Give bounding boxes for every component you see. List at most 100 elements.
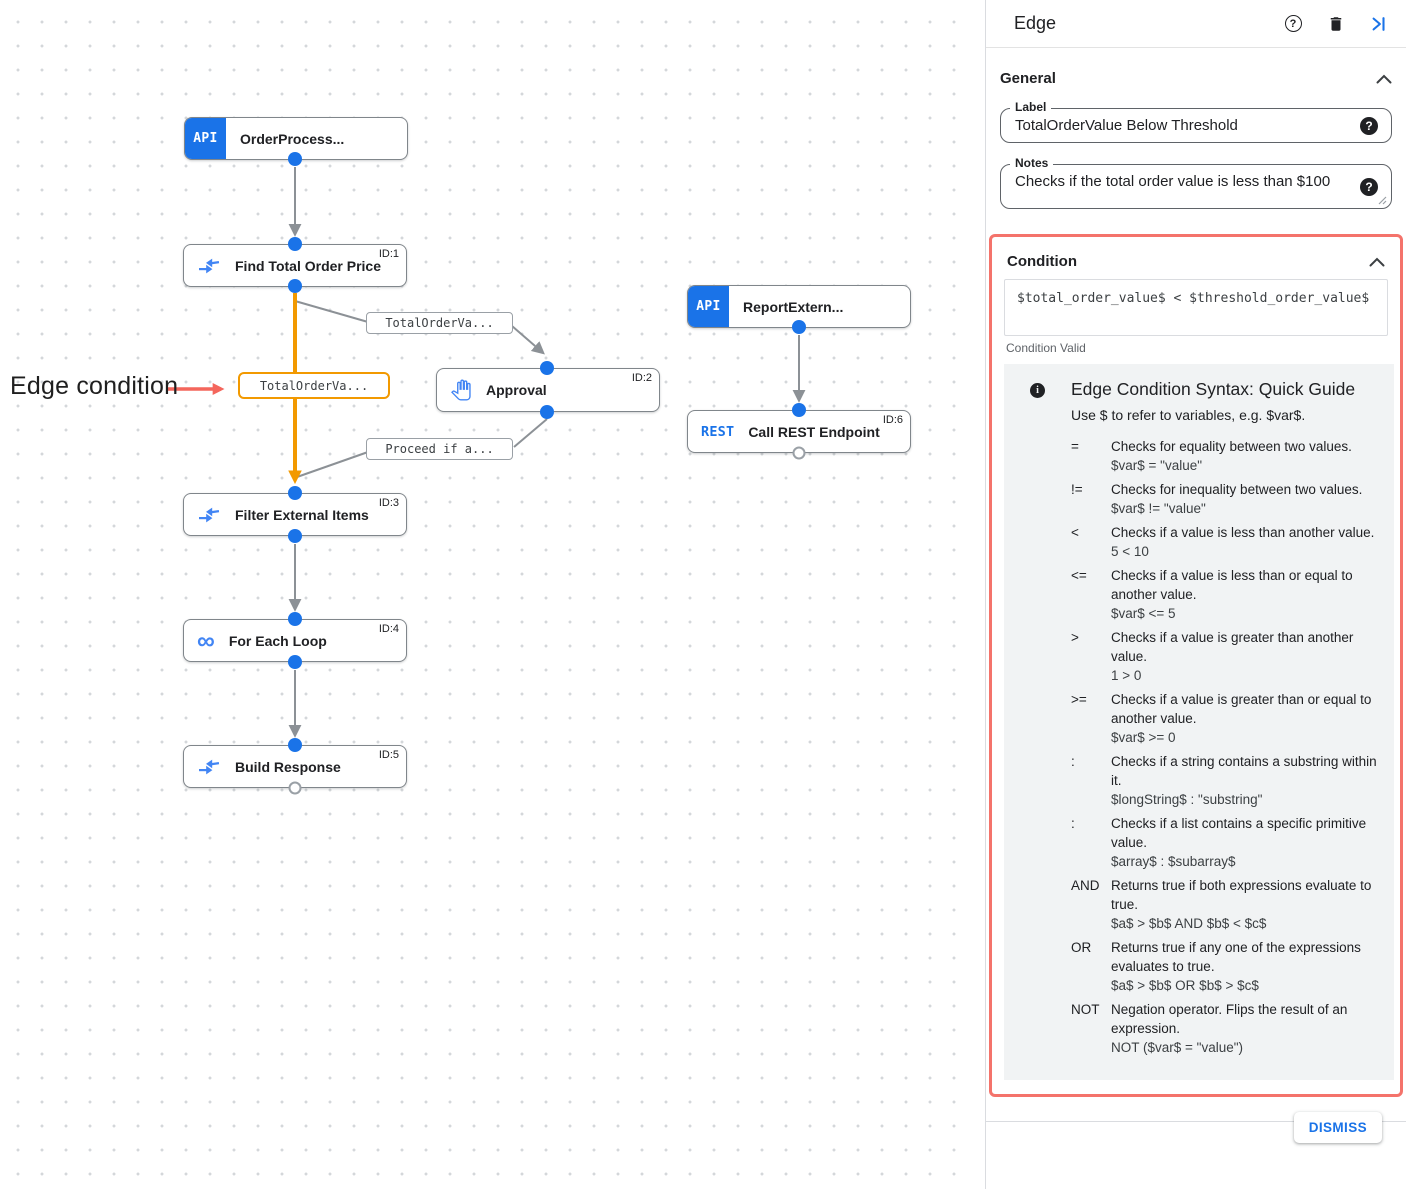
edge-condition-annotation: Edge condition [10, 372, 179, 400]
connection-point[interactable] [792, 320, 806, 334]
notes-field[interactable]: Notes Checks if the total order value is… [1000, 156, 1392, 209]
guide-description: Checks if a string contains a substring … [1111, 754, 1377, 788]
edge-config-panel: Edge ? General Label TotalOrder [985, 0, 1406, 1189]
node-id-badge: ID:1 [378, 248, 399, 260]
label-field-value: TotalOrderValue Below Threshold [1015, 117, 1238, 134]
guide-example: $a$ > $b$ OR $b$ > $c$ [1111, 978, 1259, 993]
guide-operator: : [1071, 754, 1075, 769]
chevron-up-icon[interactable] [1369, 257, 1385, 267]
loop-icon: ∞ [197, 626, 215, 655]
workflow-canvas[interactable]: API OrderProcess... Find Total Order Pri… [0, 0, 975, 1189]
guide-description: Checks if a value is less than or equal … [1111, 568, 1353, 602]
guide-example: $a$ > $b$ AND $b$ < $c$ [1111, 916, 1267, 931]
api-icon: API [185, 118, 226, 159]
guide-operator: : [1071, 816, 1075, 831]
node-title: Call REST Endpoint [748, 423, 880, 440]
guide-example: NOT ($var$ = "value") [1111, 1040, 1244, 1055]
data-mapping-icon [197, 254, 221, 278]
guide-description: Checks if a value is greater than anothe… [1111, 630, 1354, 664]
node-build-response[interactable]: Build Response ID:5 [183, 745, 407, 788]
guide-rows: = Checks for equality between two values.… [1030, 437, 1380, 1057]
connection-point[interactable] [288, 612, 302, 626]
chevron-up-icon[interactable] [1376, 74, 1392, 84]
connection-point[interactable] [288, 486, 302, 500]
rest-icon: REST [701, 423, 735, 440]
connection-point-open[interactable] [792, 446, 806, 460]
guide-operator: AND [1071, 878, 1100, 893]
guide-description: Checks if a list contains a specific pri… [1111, 816, 1367, 850]
data-mapping-icon [197, 755, 221, 779]
node-id-badge: ID:4 [378, 623, 399, 635]
edge-label-selected[interactable]: TotalOrderVa... [238, 372, 390, 399]
node-title: Filter External Items [235, 506, 369, 523]
condition-valid-status: Condition Valid [1006, 341, 1086, 355]
general-heading: General [1000, 70, 1056, 87]
general-section-header[interactable]: General [1000, 70, 1392, 87]
guide-description: Checks for equality between two values. [1111, 439, 1352, 454]
collapse-panel-icon[interactable] [1368, 13, 1390, 35]
info-icon: i [1030, 383, 1045, 398]
syntax-guide: i Edge Condition Syntax: Quick Guide Use… [1004, 364, 1394, 1080]
connection-point[interactable] [288, 655, 302, 669]
guide-operator: >= [1071, 692, 1087, 707]
connection-point-open[interactable] [288, 781, 302, 795]
guide-example: $array$ : $subarray$ [1111, 854, 1236, 869]
node-id-badge: ID:2 [631, 372, 652, 384]
guide-example: $var$ <= 5 [1111, 606, 1176, 621]
guide-description: Negation operator. Flips the result of a… [1111, 1002, 1348, 1036]
node-approval[interactable]: Approval ID:2 [436, 368, 660, 412]
guide-row: <=Checks if a value is less than or equa… [1071, 566, 1380, 623]
guide-example: $var$ >= 0 [1111, 730, 1176, 745]
guide-operator: NOT [1071, 1002, 1100, 1017]
connection-point[interactable] [288, 279, 302, 293]
connector-lines [167, 167, 806, 738]
guide-row: NOT Negation operator. Flips the result o… [1071, 1000, 1380, 1057]
notes-help-icon[interactable]: ? [1360, 177, 1378, 196]
guide-row: = Checks for equality between two values.… [1071, 437, 1380, 475]
connection-point[interactable] [288, 738, 302, 752]
node-title: ReportExtern... [743, 298, 844, 315]
panel-header: Edge ? [986, 0, 1406, 48]
guide-example: $var$ != "value" [1111, 501, 1206, 516]
connection-point[interactable] [540, 361, 554, 375]
guide-title: Edge Condition Syntax: Quick Guide [1071, 379, 1356, 399]
guide-description: Checks if a value is less than another v… [1111, 525, 1375, 540]
connection-point[interactable] [540, 405, 554, 419]
edge-label[interactable]: Proceed if a... [366, 438, 513, 460]
node-for-each-loop[interactable]: ∞ For Each Loop ID:4 [183, 619, 407, 662]
condition-expression-input[interactable]: $total_order_value$ < $threshold_order_v… [1004, 279, 1388, 336]
node-title: Build Response [235, 758, 341, 775]
label-field[interactable]: Label TotalOrderValue Below Threshold ? [1000, 100, 1392, 143]
edge-label[interactable]: TotalOrderVa... [366, 312, 513, 334]
guide-operator: > [1071, 630, 1079, 645]
condition-section-highlight: Condition $total_order_value$ < $thresho… [989, 234, 1403, 1097]
guide-row: <Checks if a value is less than another … [1071, 523, 1380, 561]
api-icon: API [688, 286, 729, 327]
guide-operator: != [1071, 482, 1083, 497]
guide-operator: = [1071, 439, 1079, 454]
connection-point[interactable] [288, 529, 302, 543]
notes-field-value: Checks if the total order value is less … [1015, 173, 1331, 190]
help-icon[interactable]: ? [1282, 13, 1304, 35]
guide-row: > Checks if a value is greater than anoth… [1071, 628, 1380, 685]
node-title: Approval [486, 382, 547, 398]
node-call-rest-endpoint[interactable]: REST Call REST Endpoint ID:6 [687, 410, 911, 453]
node-id-badge: ID:6 [882, 414, 903, 426]
panel-title: Edge [1014, 13, 1057, 33]
connection-point[interactable] [288, 152, 302, 166]
guide-description: Returns true if both expressions evaluat… [1111, 878, 1372, 912]
guide-description: Checks if a value is greater than or equ… [1111, 692, 1372, 726]
dismiss-button[interactable]: DISMISS [1293, 1112, 1382, 1143]
condition-section-header[interactable]: Condition [1007, 253, 1385, 270]
connection-point[interactable] [792, 403, 806, 417]
guide-row: >= Checks if a value is greater than or e… [1071, 690, 1380, 747]
connection-point[interactable] [288, 237, 302, 251]
resize-handle-icon[interactable] [1378, 196, 1387, 205]
delete-icon[interactable] [1325, 13, 1347, 35]
label-help-icon[interactable]: ? [1360, 116, 1378, 135]
node-id-badge: ID:5 [378, 749, 399, 761]
label-field-label: Label [1010, 100, 1052, 114]
guide-example: 1 > 0 [1111, 668, 1142, 683]
